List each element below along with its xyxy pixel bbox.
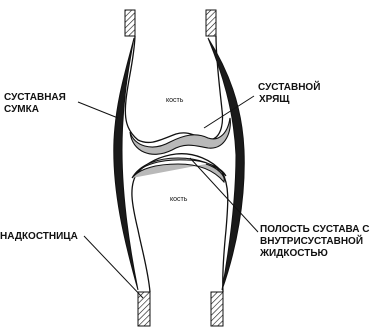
leader-cavity	[190, 158, 258, 232]
label-joint-cavity-line1: ПОЛОСТЬ СУСТАВА С	[260, 224, 370, 236]
label-joint-capsule: СУСТАВНАЯ СУМКА	[4, 92, 66, 116]
label-joint-capsule-line1: СУСТАВНАЯ	[4, 92, 66, 104]
label-joint-cavity-line2: ВНУТРИСУСТАВНОЙ	[260, 236, 370, 248]
label-periosteum: НАДКОСТНИЦА	[0, 231, 78, 243]
label-bone-lower: кость	[170, 196, 187, 204]
label-bone-lower-text: кость	[170, 196, 187, 203]
leader-capsule	[78, 102, 118, 118]
label-articular-cartilage-line2: ХРЯЩ	[258, 94, 320, 106]
cartilage-upper	[130, 118, 230, 154]
label-periosteum-text: НАДКОСТНИЦА	[0, 231, 78, 242]
label-bone-upper: кость	[166, 97, 183, 105]
periosteum-top-left	[125, 10, 135, 36]
label-joint-capsule-line2: СУМКА	[4, 104, 66, 116]
cartilage-lower	[132, 158, 226, 182]
label-articular-cartilage: СУСТАВНОЙ ХРЯЩ	[258, 82, 320, 106]
label-articular-cartilage-line1: СУСТАВНОЙ	[258, 82, 320, 94]
upper-bone-outline	[125, 36, 222, 142]
capsule-left	[114, 38, 138, 290]
periosteum-bottom-right	[211, 292, 223, 326]
label-bone-upper-text: кость	[166, 97, 183, 104]
periosteum-bottom-left	[138, 292, 150, 326]
periosteum-top-right	[206, 10, 216, 36]
label-joint-cavity: ПОЛОСТЬ СУСТАВА С ВНУТРИСУСТАВНОЙ ЖИДКОС…	[260, 224, 370, 260]
label-joint-cavity-line3: ЖИДКОСТЬЮ	[260, 248, 370, 260]
